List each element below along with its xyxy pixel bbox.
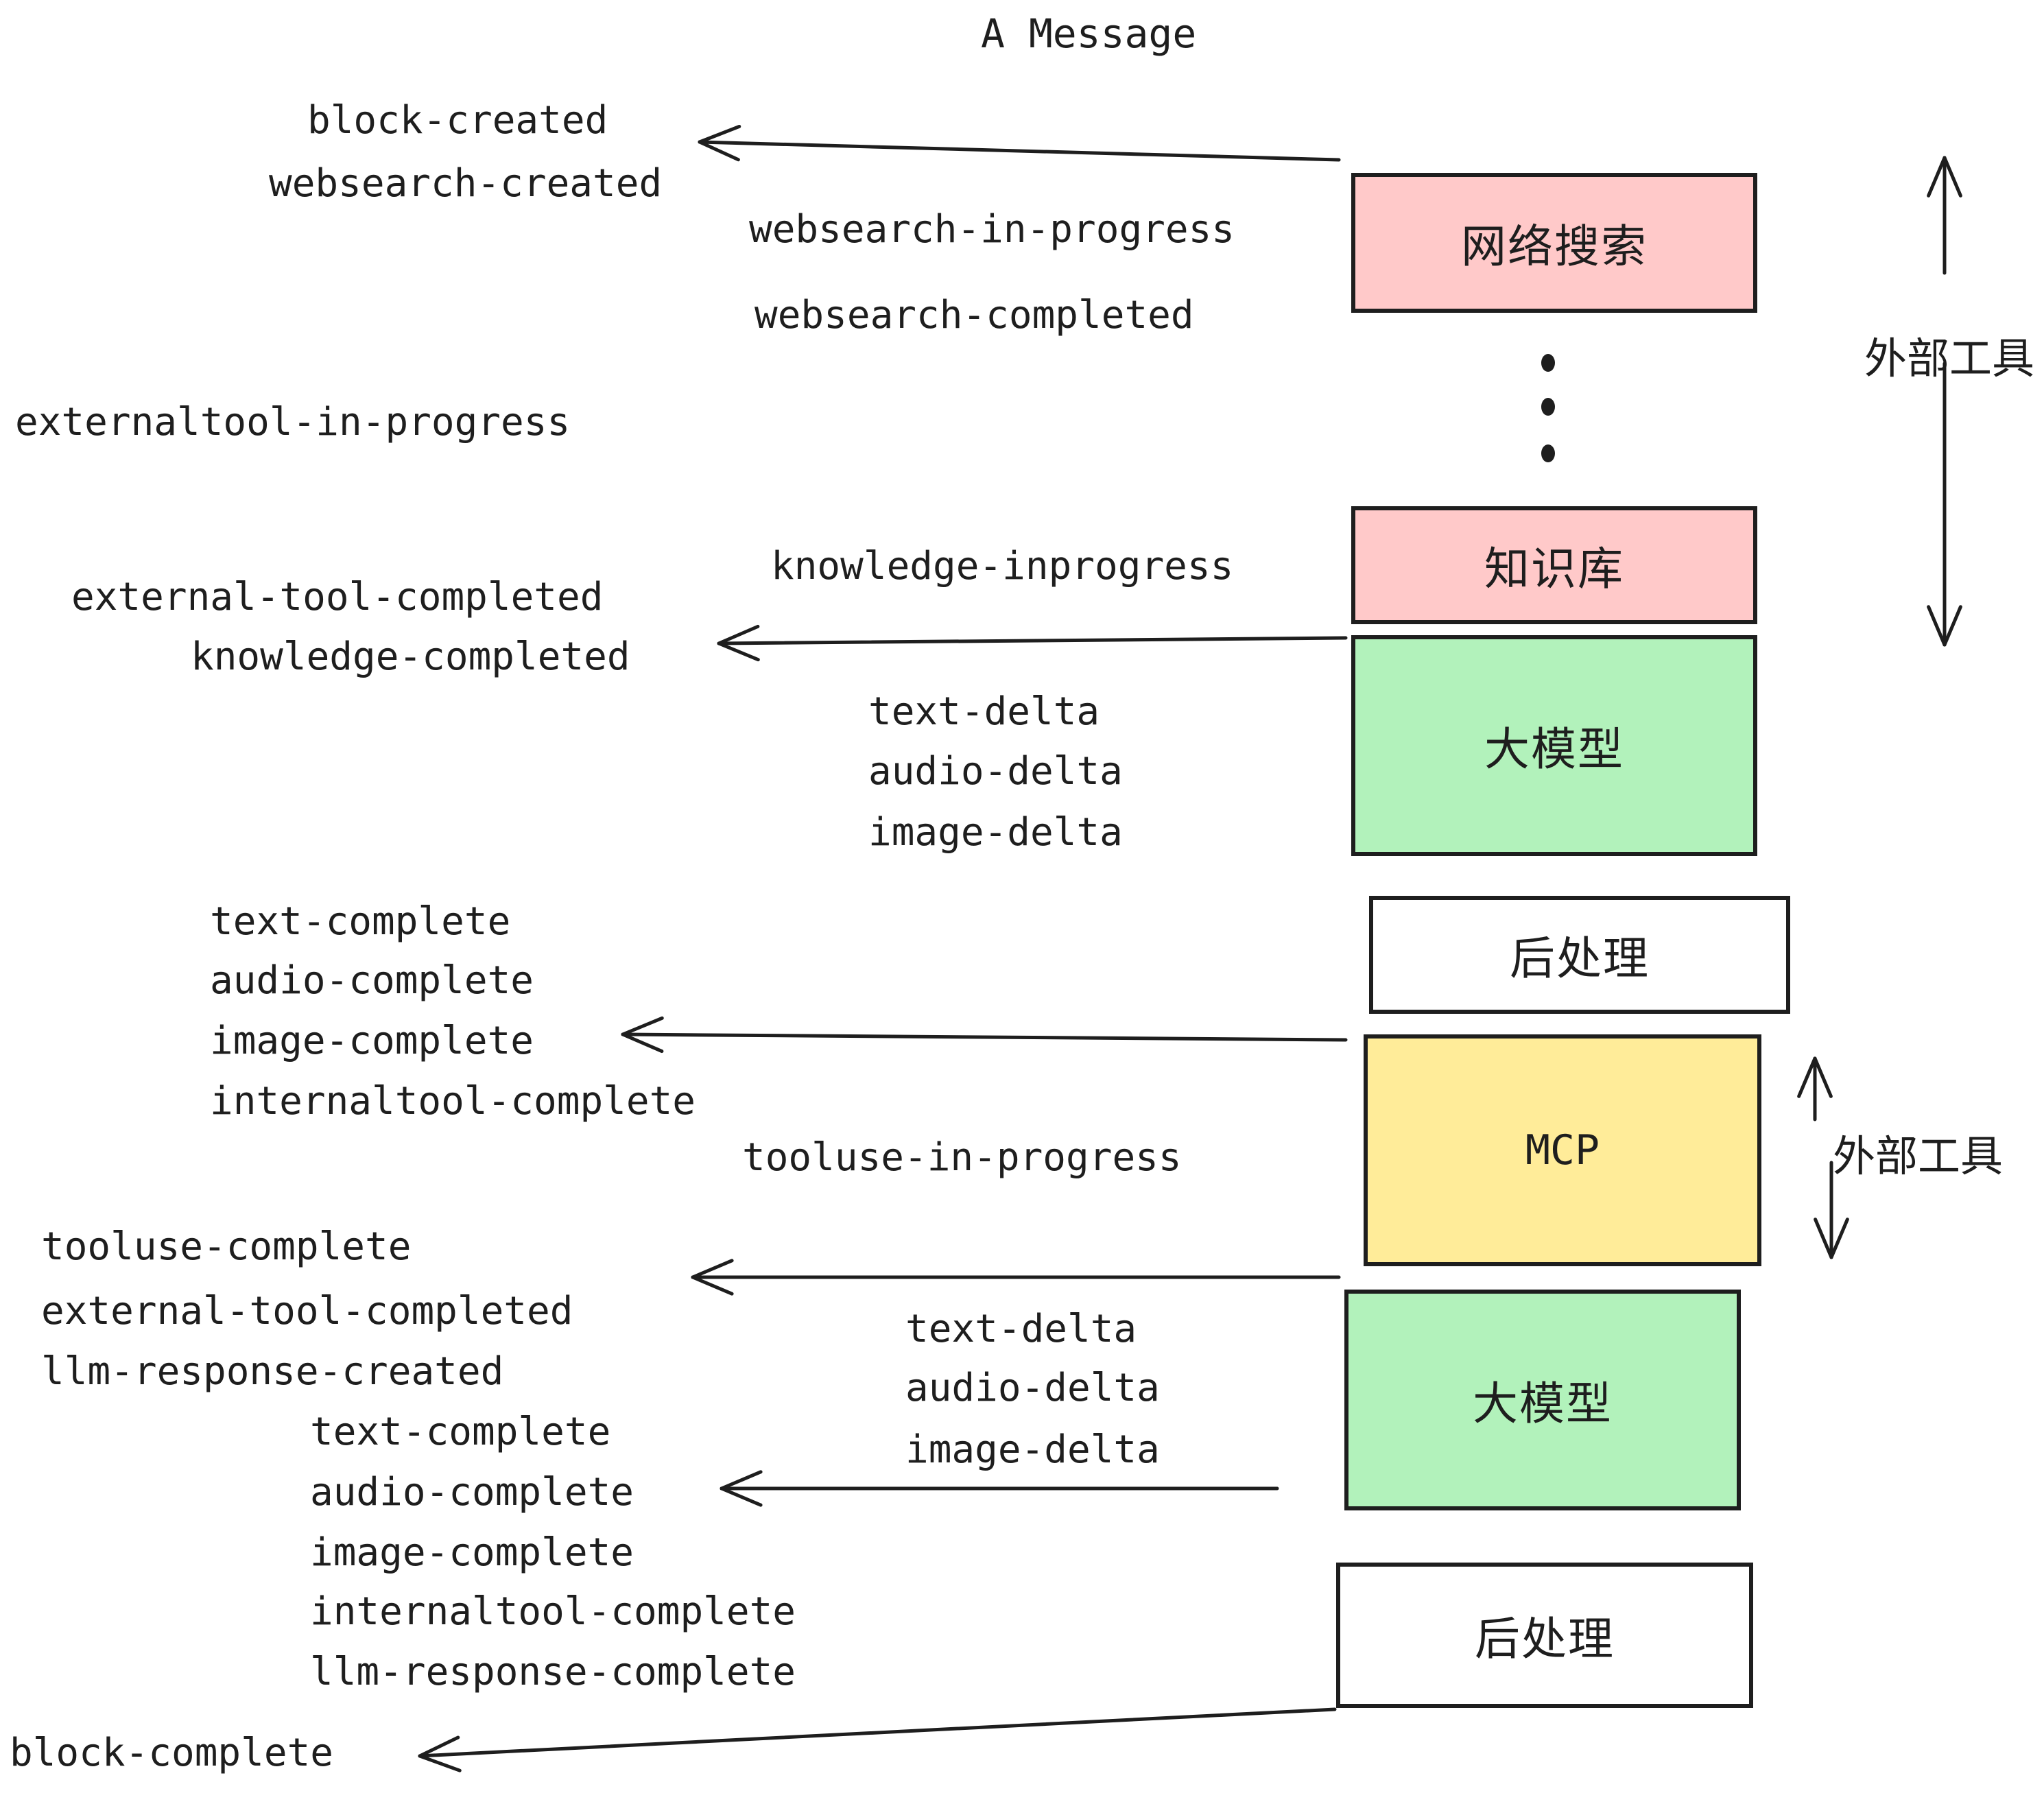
ellipsis-dot-3	[1541, 444, 1555, 462]
event-label-external-tool-completed-1: external-tool-completed	[71, 575, 604, 619]
node-llm-2: 大模型	[1344, 1290, 1741, 1510]
event-label-internaltool-complete-2: internaltool-complete	[310, 1589, 796, 1634]
event-label-tooluse-complete: tooluse-complete	[41, 1224, 412, 1269]
node-knowledge: 知识库	[1351, 506, 1757, 624]
event-label-internaltool-complete-1: internaltool-complete	[210, 1079, 696, 1124]
ellipsis-dot-1	[1541, 354, 1555, 372]
event-label-block-created: block-created	[307, 98, 608, 143]
bracket-label-external-tools-bottom: 外部工具	[1833, 1131, 2004, 1181]
event-label-audio-delta-2: audio-delta	[905, 1366, 1160, 1410]
event-label-externaltool-in-progress: externaltool-in-progress	[15, 400, 571, 444]
event-label-image-delta-2: image-delta	[905, 1427, 1160, 1472]
event-label-websearch-in-progress: websearch-in-progress	[749, 207, 1235, 252]
event-label-websearch-completed: websearch-completed	[754, 293, 1194, 337]
event-label-text-delta-1: text-delta	[868, 689, 1100, 734]
event-label-image-complete-1: image-complete	[210, 1019, 534, 1063]
event-label-knowledge-completed: knowledge-completed	[191, 634, 630, 679]
arrow-knowledge-done	[717, 624, 1348, 662]
event-label-image-complete-2: image-complete	[310, 1530, 634, 1575]
event-label-image-delta-1: image-delta	[868, 810, 1123, 855]
ellipsis-dot-2	[1541, 398, 1555, 416]
event-label-audio-delta-1: audio-delta	[868, 749, 1123, 794]
event-label-websearch-created: websearch-created	[269, 161, 663, 206]
arrow-block-complete	[418, 1707, 1337, 1772]
node-llm-1: 大模型	[1351, 635, 1757, 856]
bracket-label-external-tools-top: 外部工具	[1864, 333, 2035, 383]
arrow-audio-complete	[720, 1470, 1279, 1507]
event-label-tooluse-in-progress: tooluse-in-progress	[742, 1135, 1182, 1180]
arrow-image-complete	[621, 1016, 1348, 1054]
event-label-external-tool-completed-2: external-tool-completed	[41, 1289, 573, 1333]
page-title: A Message	[981, 10, 1197, 57]
event-label-llm-response-complete: llm-response-complete	[310, 1650, 796, 1694]
event-label-llm-response-created: llm-response-created	[41, 1349, 504, 1394]
bracket-external-tools-top	[1927, 156, 1962, 647]
event-label-text-complete-2: text-complete	[310, 1410, 611, 1454]
arrow-tooluse-complete	[691, 1259, 1341, 1296]
event-label-knowledge-inprogress: knowledge-inprogress	[771, 544, 1234, 589]
event-label-block-complete: block-complete	[10, 1731, 334, 1775]
event-label-audio-complete-1: audio-complete	[210, 958, 534, 1003]
event-label-text-complete-1: text-complete	[210, 899, 511, 944]
node-mcp: MCP	[1364, 1034, 1761, 1266]
node-websearch: 网络搜索	[1351, 173, 1757, 313]
event-label-audio-complete-2: audio-complete	[310, 1470, 634, 1515]
event-label-text-delta-2: text-delta	[905, 1307, 1137, 1351]
node-postproc-2: 后处理	[1336, 1563, 1753, 1708]
arrow-block-created	[698, 124, 1341, 162]
node-postproc-1: 后处理	[1369, 896, 1790, 1014]
